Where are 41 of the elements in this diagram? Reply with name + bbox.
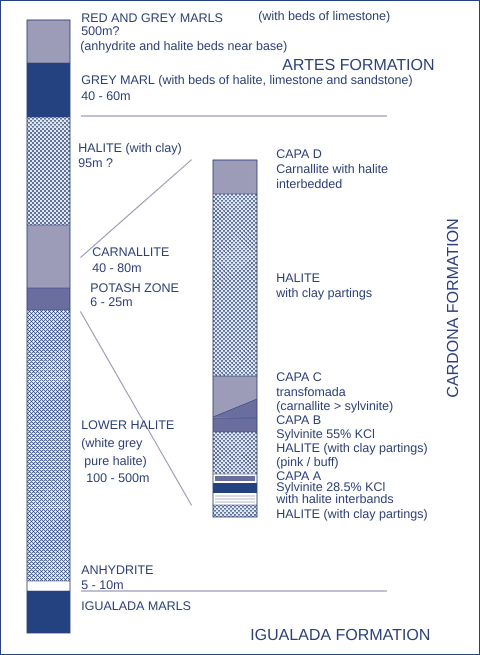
layer-label: CARNALLITE <box>92 247 169 256</box>
layer-label: interbedded <box>277 178 342 188</box>
layer-label: HALITE (with clay) <box>79 142 181 155</box>
layer-label: LOWER HALITE <box>82 420 174 430</box>
layer-label: pure halite) <box>85 456 146 468</box>
formation-name: ARTES FORMATION <box>282 58 434 70</box>
layer-label: HALITE <box>277 273 320 282</box>
layer-label: CAPA B <box>276 415 320 424</box>
layer-label: 95m ? <box>78 158 112 168</box>
layer-label: GREY MARL (with beds of halite, limestone and sandstone) <box>82 74 412 87</box>
layer-label: 6 - 25m <box>90 297 132 306</box>
layer-label: (with beds of limestone) <box>258 10 390 23</box>
layer-label: (white grey <box>82 438 142 450</box>
layer-label: CAPA D <box>276 149 322 158</box>
layer-label: 40 - 60m <box>81 91 130 100</box>
layer-label: POTASH ZONE <box>91 283 178 292</box>
layer-label: with halite interbands <box>276 494 394 504</box>
layer-label: HALITE (with clay partings) <box>277 508 427 521</box>
correlation-line <box>80 159 192 258</box>
layer-label: Sylvinite 55% KCl <box>276 428 374 441</box>
layer-label: CAPA A <box>276 471 322 480</box>
layer-label: (anhydrite and halite beds near base) <box>80 40 286 53</box>
stratigraphic-column-drawing <box>26 20 70 634</box>
layer-label: 500m? <box>82 26 119 36</box>
layer-label: IGUALADA MARLS <box>82 601 190 610</box>
formation-name: IGUALADA FORMATION <box>252 628 430 640</box>
layer-label: 5 - 10m <box>82 580 123 590</box>
layer-label: 100 - 500m <box>87 473 149 482</box>
layer-label: transfomada <box>276 386 346 396</box>
layer-label: with clay partings <box>276 288 372 300</box>
layer-label: 40 - 80m <box>92 263 141 272</box>
layer-label: (carnallite > sylvinite) <box>276 400 392 413</box>
layer-label: ANHYDRITE <box>81 565 153 574</box>
layer-label: RED AND GREY MARLS <box>82 13 222 22</box>
layer-label: HALITE (with clay partings) <box>277 442 427 455</box>
layer-label: CAPA C <box>276 372 322 382</box>
layer-label: Carnallite with halite <box>276 164 388 174</box>
correlation-line <box>80 311 192 506</box>
stratigraphic-column-drawing <box>212 160 258 518</box>
layer-label: (pink / buff) <box>276 456 338 469</box>
layer-label: Sylvinite 28.5% KCl <box>276 482 384 494</box>
